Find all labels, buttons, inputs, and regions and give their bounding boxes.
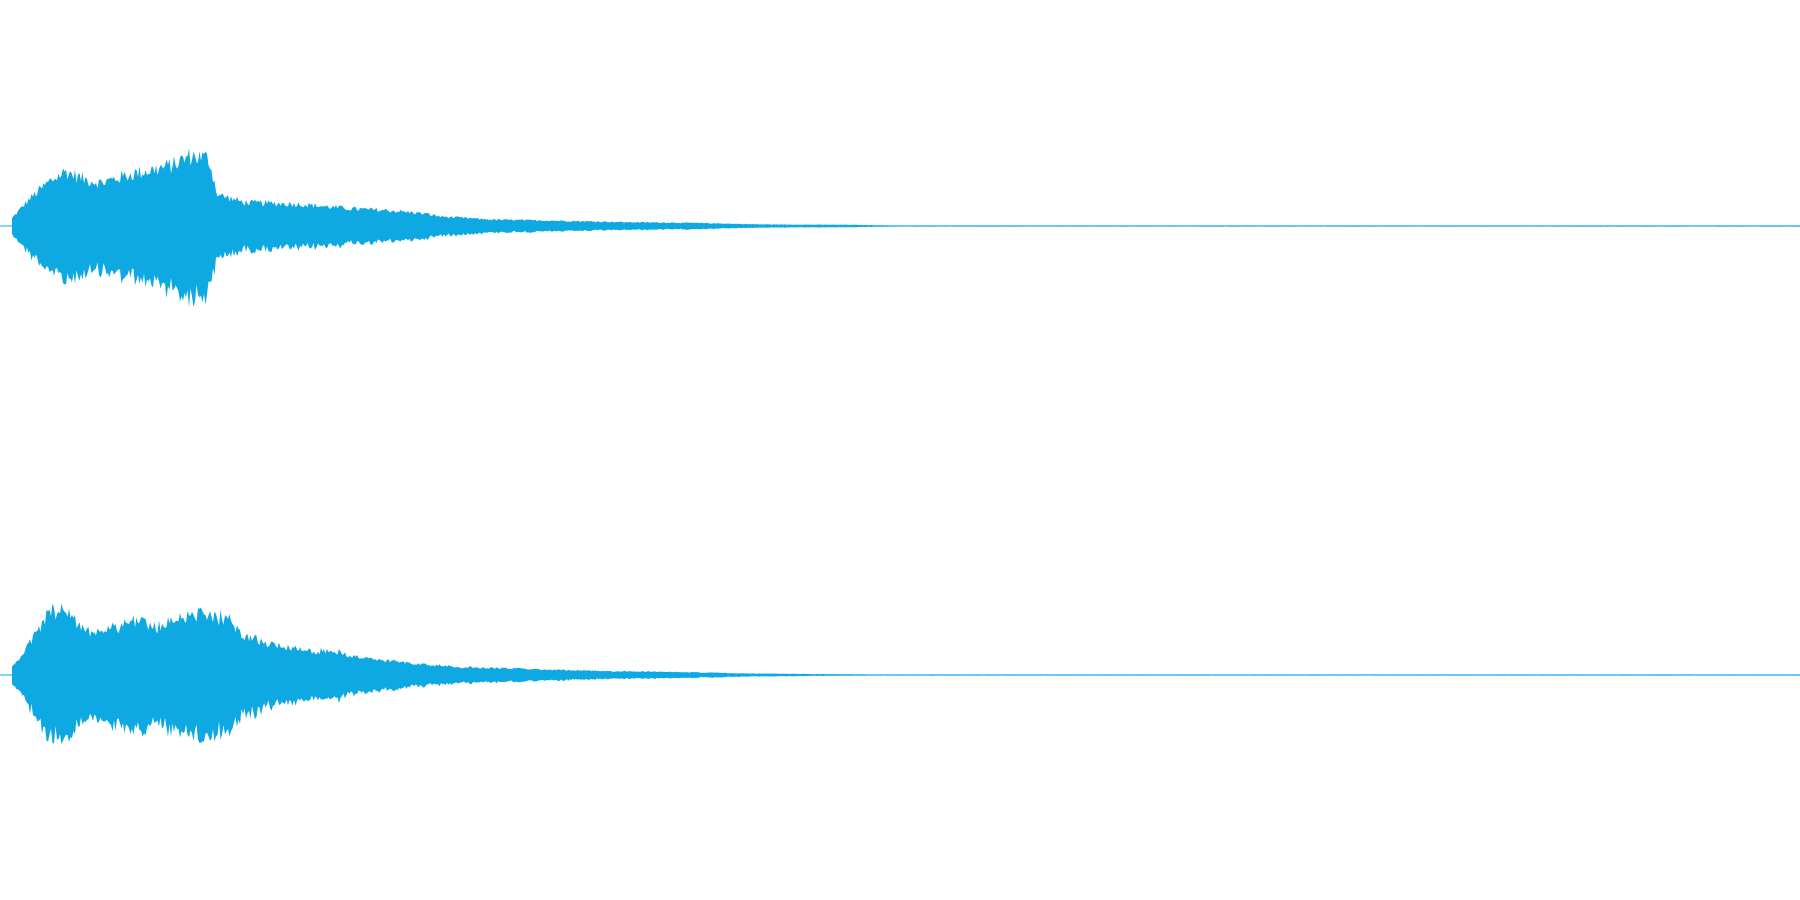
channel-1-envelope <box>12 148 1800 308</box>
channel-2-waveform <box>0 603 1800 745</box>
channel-2-envelope <box>12 603 1800 745</box>
channel-1-waveform <box>0 148 1800 308</box>
